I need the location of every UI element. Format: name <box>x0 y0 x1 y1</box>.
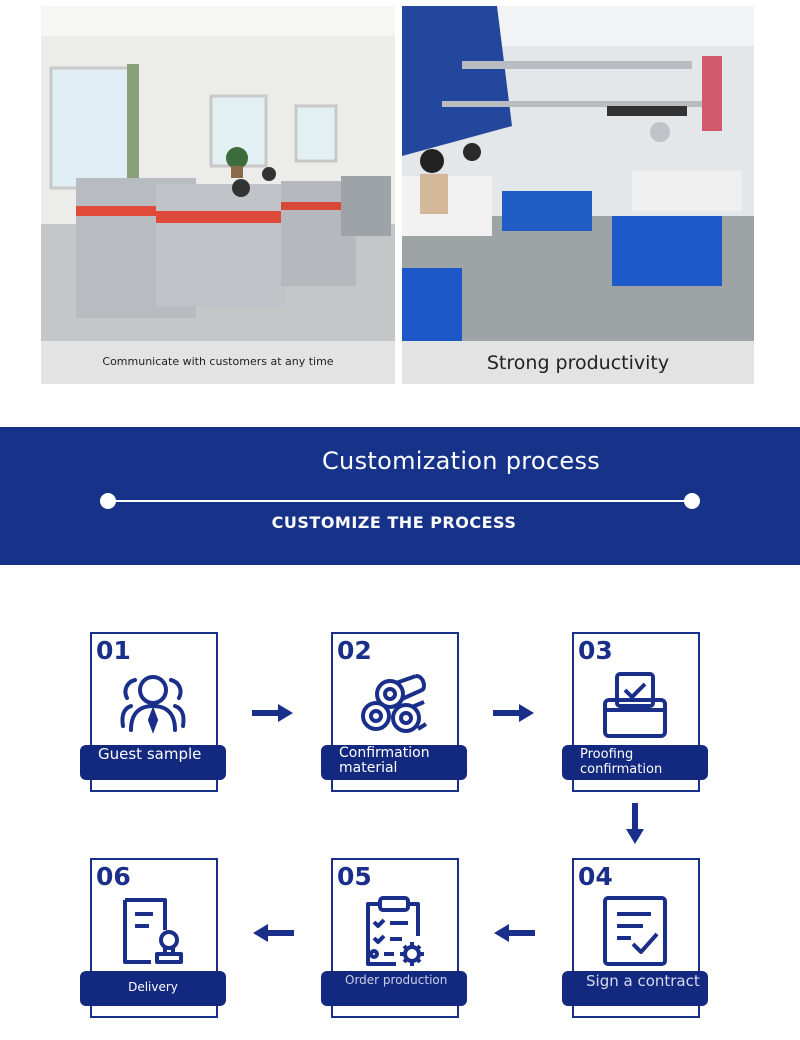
signed-document-icon <box>603 896 667 966</box>
step-label: Proofing confirmation <box>562 745 708 780</box>
office-photo <box>41 6 395 341</box>
arrow-down-icon <box>626 803 644 844</box>
office-photo-card: Communicate with customers at any time <box>41 6 395 384</box>
banner-title: Customization process <box>322 447 601 475</box>
arrow-left-icon <box>253 924 294 942</box>
step-delivery: 06 Delivery <box>80 858 226 1018</box>
step-number: 03 <box>578 636 613 665</box>
step-sign-contract: 04 Sign a contract <box>562 858 708 1018</box>
arrow-right-icon <box>252 704 293 722</box>
step-label: Order production <box>321 971 467 1006</box>
banner-subtitle: CUSTOMIZE THE PROCESS <box>271 513 517 532</box>
divider-dot-right <box>684 493 700 509</box>
step-proofing-confirmation: 03 Proofing confirmation <box>562 632 708 792</box>
step-number: 06 <box>96 862 131 891</box>
arrow-right-icon <box>493 704 534 722</box>
step-confirmation-material: 02 Confirmation material <box>321 632 467 792</box>
step-label: Sign a contract <box>562 971 708 1006</box>
step-order-production: 05 Order production <box>321 858 467 1018</box>
step-label: Delivery <box>80 971 226 1006</box>
office-photo-caption: Communicate with customers at any time <box>102 355 334 368</box>
banner-divider <box>108 500 692 502</box>
step-label: Confirmation material <box>321 745 467 780</box>
step-number: 02 <box>337 636 372 665</box>
step-number: 01 <box>96 636 131 665</box>
step-guest-sample: 01 Guest sample <box>80 632 226 792</box>
clipboard-gear-icon <box>366 896 424 966</box>
ballot-box-icon <box>603 672 667 738</box>
arrow-left-icon <box>494 924 535 942</box>
step-label: Guest sample <box>80 745 226 780</box>
divider-dot-left <box>100 493 116 509</box>
factory-photo-card: Strong productivity <box>402 6 754 384</box>
users-icon <box>120 675 186 734</box>
factory-photo-caption: Strong productivity <box>486 352 670 374</box>
step-number: 05 <box>337 862 372 891</box>
stamp-document-icon <box>123 898 183 964</box>
process-banner: Customization process CUSTOMIZE THE PROC… <box>0 427 800 565</box>
step-number: 04 <box>578 862 613 891</box>
factory-photo <box>402 6 754 341</box>
fabric-rolls-icon <box>361 674 428 733</box>
